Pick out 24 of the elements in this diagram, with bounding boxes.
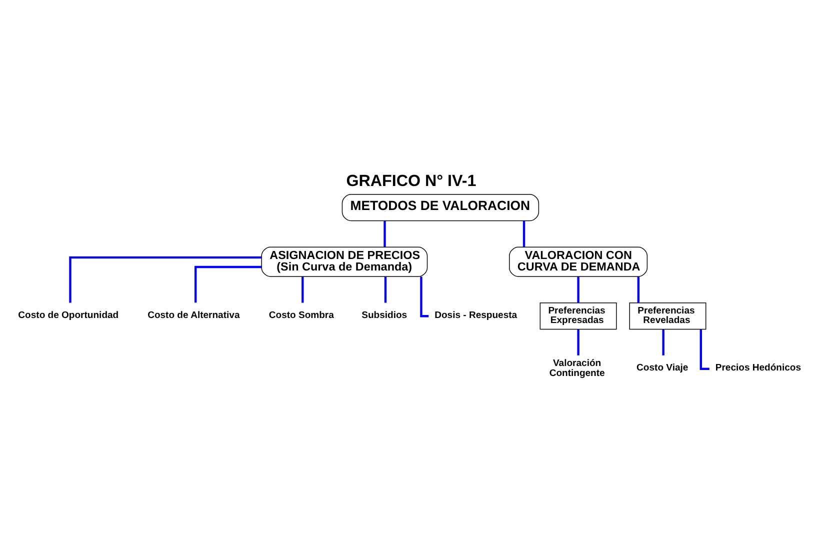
- connector: [69, 256, 262, 302]
- node-text: Subsidios: [362, 309, 408, 320]
- connector: [662, 328, 664, 355]
- connector: [577, 328, 580, 355]
- connector: [194, 265, 262, 302]
- node-box: ASIGNACION DE PRECIOS (Sin Curva de Demanda): [261, 246, 428, 276]
- node-box: Preferencias Reveladas: [629, 302, 706, 330]
- node-box: METODOS DE VALORACION: [342, 194, 540, 221]
- node-text: Costo Viaje: [636, 362, 688, 374]
- node-text: Precios Hedónicos: [715, 362, 802, 374]
- connector: [302, 276, 304, 302]
- node-box: Preferencias Expresadas: [540, 302, 617, 330]
- diagram-title: GRAFICO N° IV-1: [346, 172, 476, 190]
- connector: [577, 276, 580, 302]
- connector: [522, 220, 526, 247]
- connector: [637, 276, 640, 302]
- node-text: Costo de Oportunidad: [18, 309, 119, 320]
- node-text: Dosis - Respuesta: [434, 309, 518, 320]
- connector: [384, 220, 386, 247]
- node-text: Costo Sombra: [268, 309, 334, 320]
- connector: [384, 276, 387, 302]
- node-text: Valoración Contingente: [549, 358, 605, 378]
- node-box: VALORACION CON CURVA DE DEMANDA: [509, 246, 648, 276]
- node-text: Costo de Alternativa: [148, 309, 240, 320]
